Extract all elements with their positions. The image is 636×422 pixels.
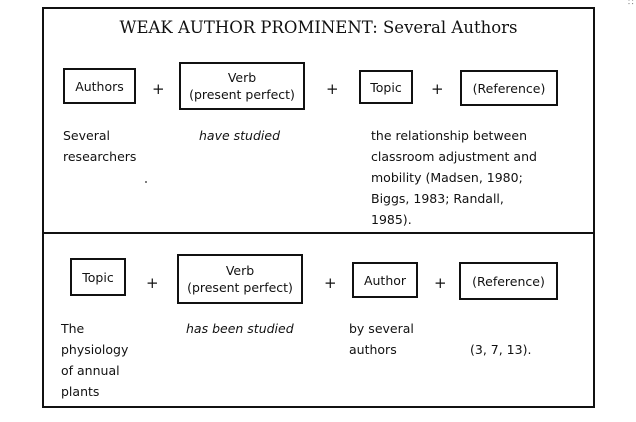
outer-frame — [42, 7, 595, 408]
example-author: by several authors — [349, 321, 414, 357]
box-author: Author — [352, 262, 418, 298]
plus-sign: + — [434, 274, 447, 292]
box-verb: Verb(present perfect) — [177, 254, 303, 304]
example-subject: Several researchers — [63, 128, 137, 164]
box-reference: (Reference) — [460, 70, 558, 106]
example-subject: The physiology of annual plants — [61, 321, 129, 399]
section-divider — [42, 232, 595, 234]
box-verb: Verb(present perfect) — [179, 62, 305, 110]
box-reference: (Reference) — [459, 262, 558, 300]
example-reference: (3, 7, 13). — [470, 342, 532, 357]
box-topic: Topic — [359, 70, 413, 104]
example-topic: the relationship between classroom adjus… — [371, 128, 537, 227]
example-verb: have studied — [199, 128, 281, 143]
box-topic: Topic — [70, 258, 126, 296]
box-authors: Authors — [63, 68, 136, 104]
scan-mark: ∷ — [628, 0, 634, 8]
speck — [145, 181, 147, 183]
plus-sign: + — [152, 80, 165, 98]
plus-sign: + — [324, 274, 337, 292]
plus-sign: + — [326, 80, 339, 98]
plus-sign: + — [431, 80, 444, 98]
example-verb: has been studied — [186, 321, 294, 336]
plus-sign: + — [146, 274, 159, 292]
page-title: WEAK AUTHOR PROMINENT: Several Authors — [119, 18, 518, 37]
